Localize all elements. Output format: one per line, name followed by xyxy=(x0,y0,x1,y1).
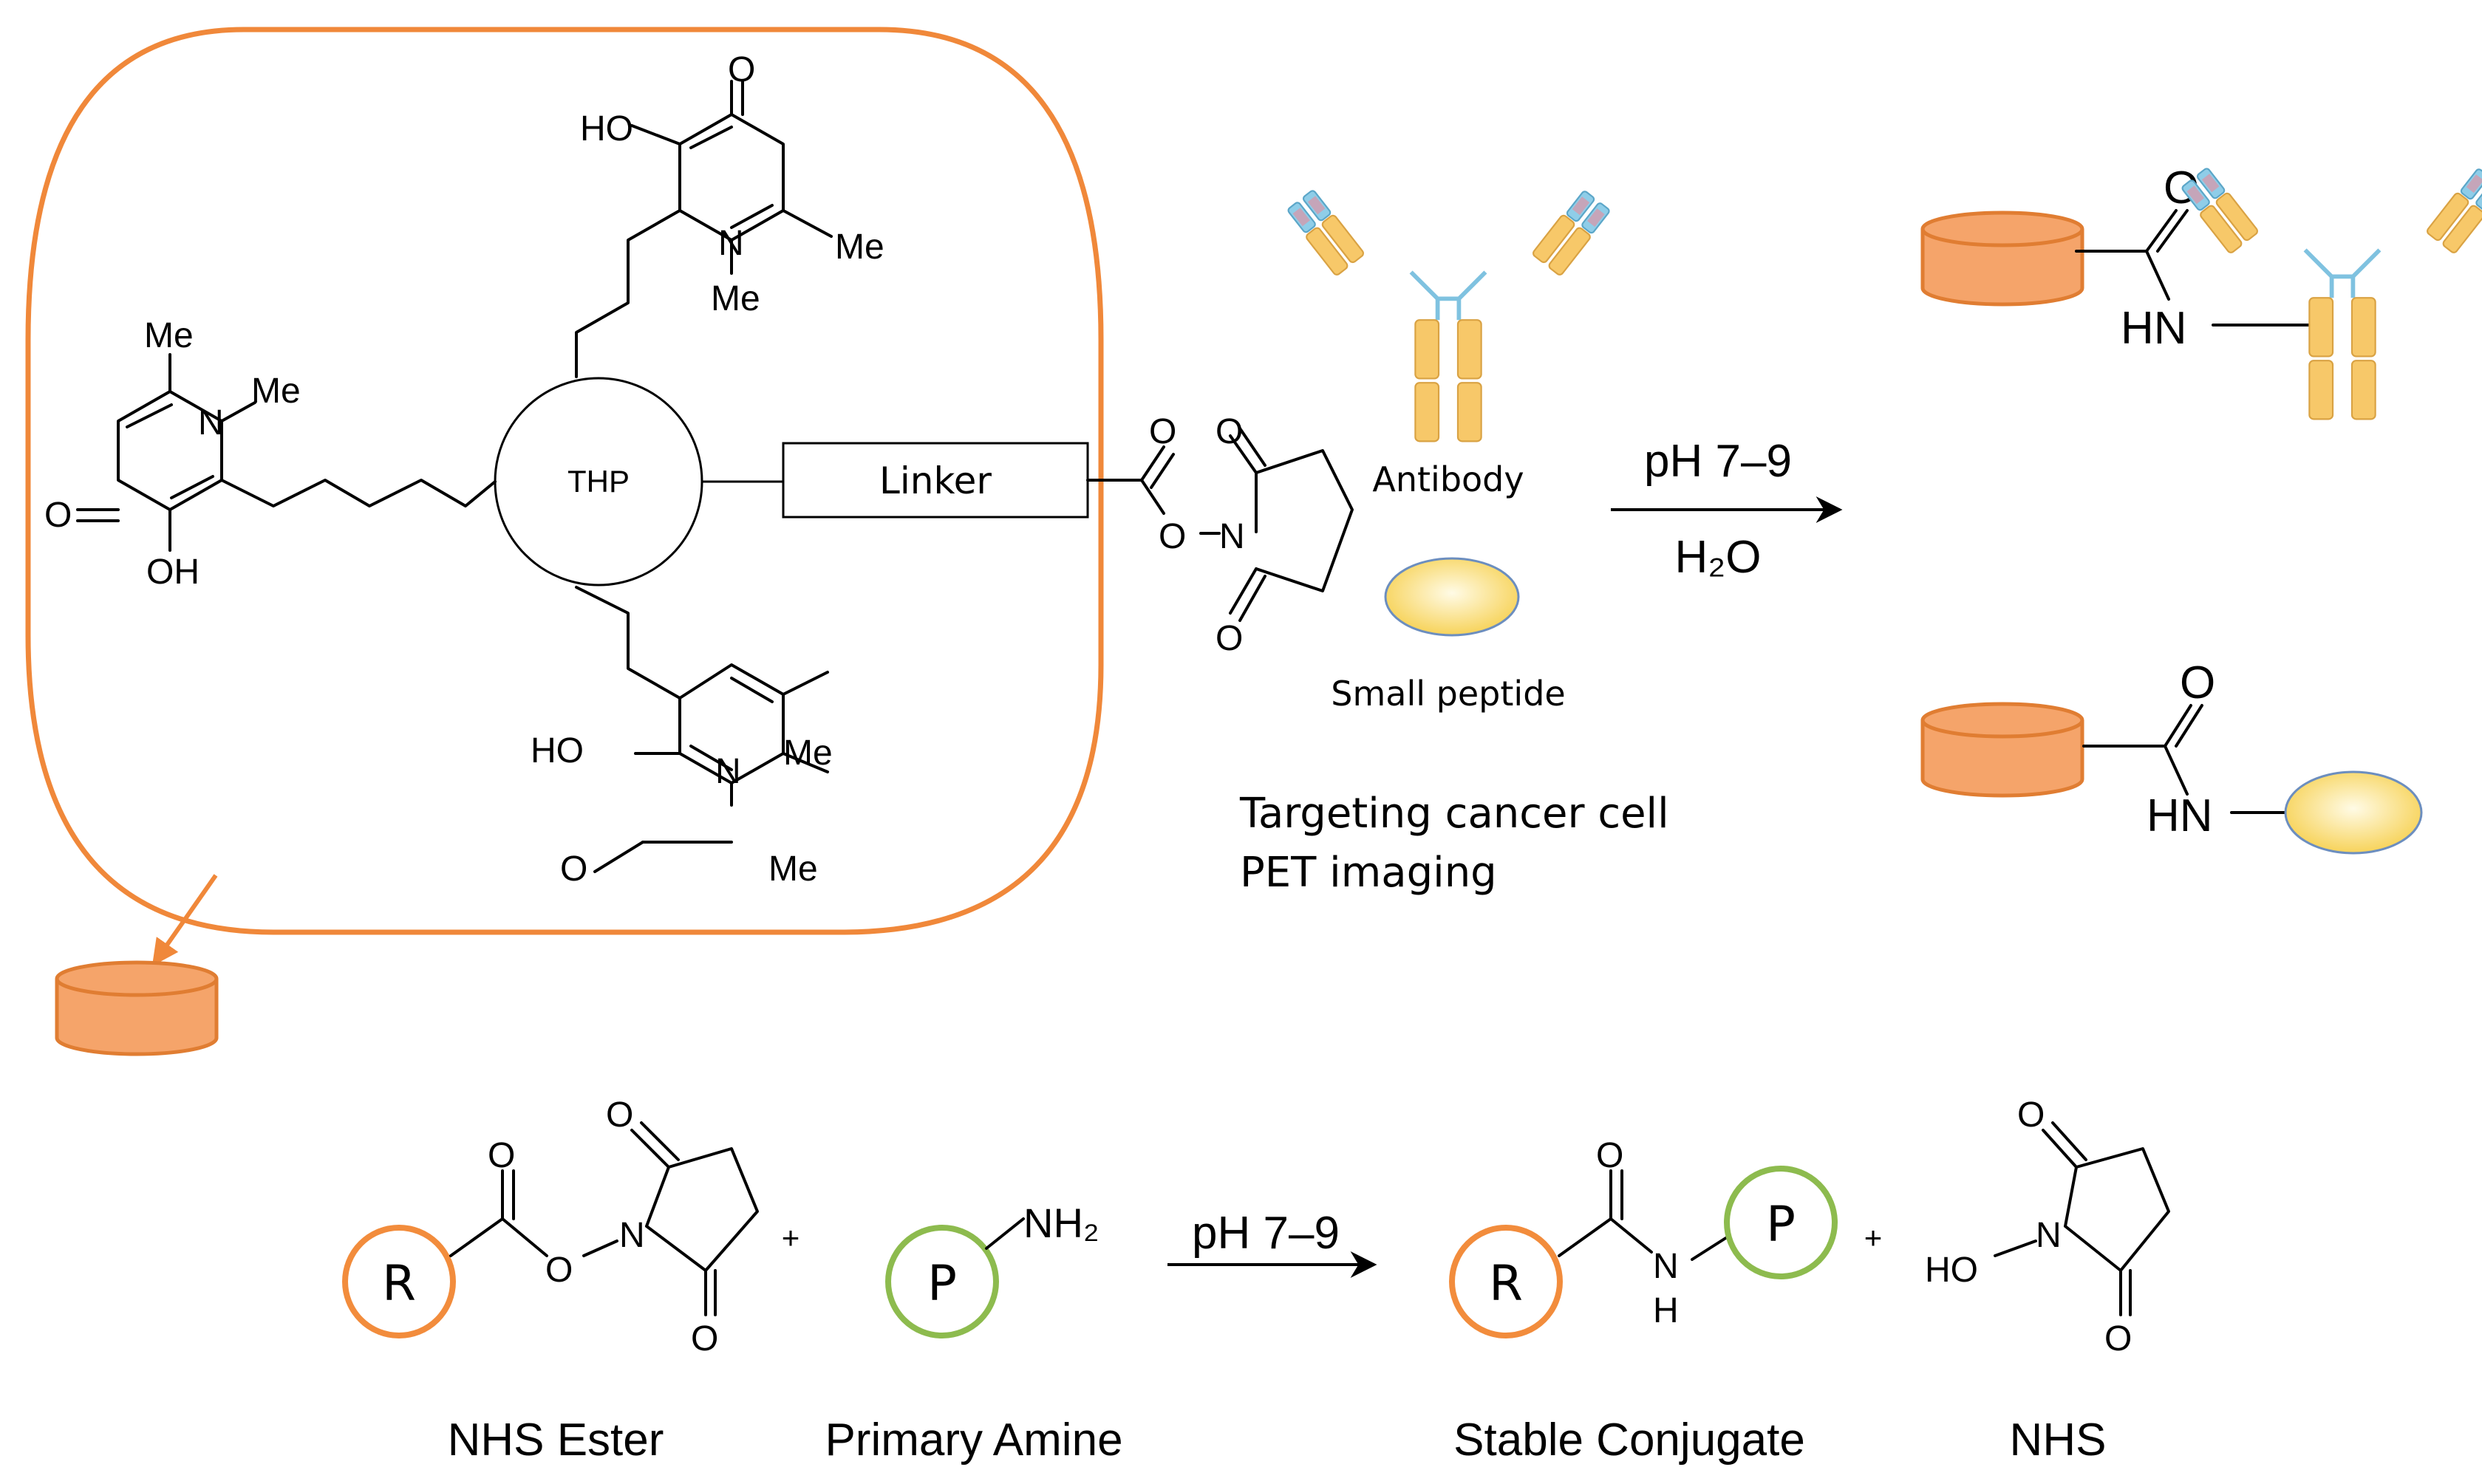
label-stable-conjugate: Stable Conjugate xyxy=(1453,1415,1805,1466)
atom-n-left: N xyxy=(198,403,224,442)
atom-hn-product-pep: HN xyxy=(2147,790,2213,841)
atom-o-nhs-byproduct-bottom: O xyxy=(2104,1319,2132,1358)
label-primary-amine: Primary Amine xyxy=(825,1415,1122,1466)
amide-bottom xyxy=(1558,1169,1734,1261)
atom-o-amide-bottom: O xyxy=(1596,1136,1623,1175)
atom-me-lower-right: Me xyxy=(768,849,818,889)
p-group-ring-product xyxy=(1724,1166,1838,1279)
atom-o-product-pep: O xyxy=(2180,657,2215,708)
label-nhs-ester: NHS Ester xyxy=(448,1415,664,1466)
left-pyridinone xyxy=(76,353,497,552)
r-group-product-label: R xyxy=(1489,1255,1523,1312)
atom-me-lower-n: Me xyxy=(783,734,833,773)
thp-label: THP xyxy=(567,464,630,499)
condition-top: pH 7–9 xyxy=(1644,436,1792,487)
atom-o-bottom-carbonyl: O xyxy=(488,1136,515,1175)
antibody-product-icon xyxy=(2180,167,2482,420)
chelator-disk-legend-icon xyxy=(57,962,217,1054)
p-group-product-label: P xyxy=(1766,1196,1796,1253)
atom-ho-nhs: HO xyxy=(1925,1251,1978,1290)
antibody-icon xyxy=(1286,189,1612,442)
atom-ho-lower: HO xyxy=(531,731,584,770)
atom-n-lower: N xyxy=(715,752,741,791)
atom-n-upper: N xyxy=(718,224,744,263)
atom-o-lower: O xyxy=(560,849,587,889)
upper-pyridinone xyxy=(575,80,833,378)
condition-solvent: H₂O xyxy=(1674,532,1761,583)
atom-me-upper-n: Me xyxy=(711,279,760,318)
peptide-label: Small peptide xyxy=(1331,674,1565,714)
caption-line-2: PET imaging xyxy=(1240,849,1497,897)
atom-hn-product-ab: HN xyxy=(2121,303,2187,354)
nhs-ester-bottom xyxy=(449,1121,759,1316)
p-group-ring xyxy=(885,1225,999,1338)
atom-n-amide-bottom: N xyxy=(1653,1247,1679,1286)
label-nhs: NHS xyxy=(2010,1415,2107,1466)
chelator-outline xyxy=(25,27,1104,935)
nhs-ester-top xyxy=(1086,427,1354,622)
r-group-ring xyxy=(342,1225,456,1338)
atom-me-left-n: Me xyxy=(251,372,301,411)
amine-label: NH₂ xyxy=(1023,1200,1099,1246)
caption-line-1: Targeting cancer cell xyxy=(1239,790,1669,838)
atom-ho-upper: HO xyxy=(580,109,633,148)
antibody-label: Antibody xyxy=(1372,459,1524,499)
atom-n-nhs: N xyxy=(1219,517,1245,556)
atom-o-bottom-nhs-bottom: O xyxy=(691,1319,718,1358)
atom-n-bottom-nhs: N xyxy=(619,1216,645,1255)
peptide-icon xyxy=(1384,557,1520,637)
legend-arrow xyxy=(151,874,218,966)
atom-o-left: O xyxy=(44,496,72,535)
chelator-disk-icon xyxy=(1923,213,2082,304)
linker-box xyxy=(782,442,1089,519)
atom-o-bottom-link: O xyxy=(545,1251,573,1290)
atom-o-nhs-byproduct-top: O xyxy=(2017,1095,2045,1135)
atom-h-amide-bottom: H xyxy=(1653,1291,1679,1330)
atom-me-upper-right: Me xyxy=(835,228,884,267)
atom-oh-left: OH xyxy=(146,553,200,592)
r-group-label: R xyxy=(382,1255,416,1312)
atom-o-ester-link: O xyxy=(1159,517,1186,556)
plus-2: + xyxy=(1864,1220,1883,1255)
atom-me-left-top: Me xyxy=(144,316,194,355)
peptide-product-icon xyxy=(2284,770,2423,855)
atom-o-ester-carbonyl: O xyxy=(1149,412,1176,451)
linker-label: Linker xyxy=(879,459,992,502)
amide-linkage-peptide xyxy=(2082,704,2288,814)
p-group-label: P xyxy=(927,1255,957,1312)
condition-bottom: pH 7–9 xyxy=(1192,1208,1340,1259)
chelator-disk-peptide-icon xyxy=(1923,704,2082,796)
atom-o-bottom-nhs-top: O xyxy=(606,1095,633,1135)
amide-linkage-antibody xyxy=(2075,209,2314,326)
nhs-byproduct xyxy=(1994,1121,2170,1316)
atom-o-upper: O xyxy=(728,50,755,89)
atom-o-nhs-bottom: O xyxy=(1216,619,1243,658)
lower-pyridinone xyxy=(575,586,829,807)
r-group-ring-product xyxy=(1449,1225,1563,1338)
plus-1: + xyxy=(782,1220,800,1255)
atom-n-nhs-byproduct: N xyxy=(2036,1216,2062,1255)
atom-o-nhs-top: O xyxy=(1216,412,1243,451)
